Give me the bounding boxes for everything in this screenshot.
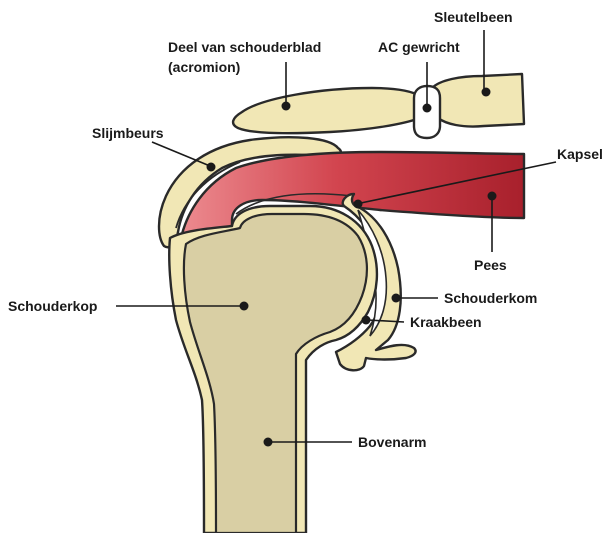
label-bovenarm: Bovenarm <box>358 434 426 450</box>
dot-pees <box>488 192 497 201</box>
leader-slijmbeurs <box>152 142 210 166</box>
label-sleutelbeen: Sleutelbeen <box>434 9 513 25</box>
dot-kapsel <box>354 200 363 209</box>
dot-sleutelbeen <box>482 88 491 97</box>
label-kraakbeen: Kraakbeen <box>410 314 482 330</box>
acromion-bone <box>233 88 420 133</box>
label-schouderkom: Schouderkom <box>444 290 537 306</box>
dot-slijmbeurs <box>207 163 216 172</box>
label-acromion-line2: (acromion) <box>168 59 240 75</box>
dot-ac-gewricht <box>423 104 432 113</box>
dot-kraakbeen <box>362 316 371 325</box>
label-pees: Pees <box>474 257 507 273</box>
dot-schouderkom <box>392 294 401 303</box>
dot-acromion <box>282 102 291 111</box>
label-acromion-line1: Deel van schouderblad <box>168 39 321 55</box>
dot-bovenarm <box>264 438 273 447</box>
label-schouderkop: Schouderkop <box>8 298 97 314</box>
label-kapsel: Kapsel <box>557 146 603 162</box>
dot-schouderkop <box>240 302 249 311</box>
label-slijmbeurs: Slijmbeurs <box>92 125 164 141</box>
label-ac-gewricht: AC gewricht <box>378 39 460 55</box>
clavicle-bone <box>432 74 524 127</box>
